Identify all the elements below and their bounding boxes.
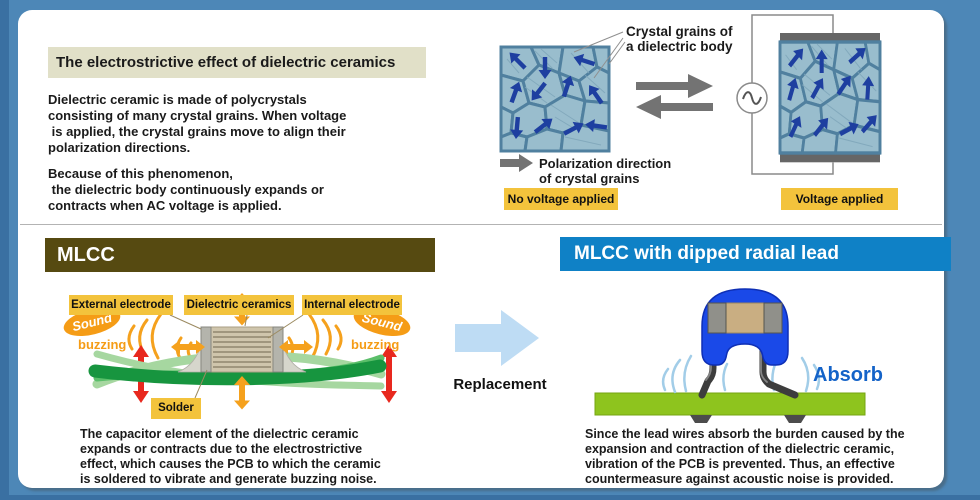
mlcc-caption: The capacitor element of the dielectric … <box>80 427 381 486</box>
pcb-board <box>594 392 866 416</box>
section-title: The electrostrictive effect of dielectri… <box>48 47 426 78</box>
label-solder: Solder <box>151 398 201 419</box>
badge-voltage: Voltage applied <box>781 188 898 210</box>
replacement-label: Replacement <box>453 376 547 393</box>
absorb-label: Absorb <box>813 364 883 386</box>
radial-caption: Since the lead wires absorb the burden c… <box>585 427 905 486</box>
label-external-electrode: External electrode <box>69 295 173 315</box>
sound-waves-right <box>277 312 343 360</box>
intro-paragraph-1: Dielectric ceramic is made of polycrysta… <box>48 92 347 155</box>
polarization-arrow-icon <box>500 154 533 172</box>
polarization-label-line2: of crystal grains <box>539 171 639 186</box>
crystal-callout-lines <box>573 31 626 79</box>
label-internal-electrode: Internal electrode <box>302 295 402 315</box>
section-divider <box>20 224 942 225</box>
badge-no-voltage: No voltage applied <box>504 188 618 210</box>
crystal-voltage-applied <box>778 40 882 155</box>
radial-header: MLCC with dipped radial lead <box>560 237 951 271</box>
ac-circuit <box>751 14 834 175</box>
mlcc-callout-lines <box>169 314 304 399</box>
crystal-no-voltage <box>499 45 611 153</box>
replacement-arrow-icon <box>455 310 539 366</box>
polarization-label-line1: Polarization direction <box>539 156 671 171</box>
intro-paragraph-2: Because of this phenomenon, the dielectr… <box>48 166 324 213</box>
radial-lead-diagram <box>594 288 866 423</box>
lead-wire-highlights <box>705 332 768 383</box>
vibration-arrow-right <box>381 345 397 403</box>
crystal-callout-line1: Crystal grains of <box>626 24 733 39</box>
buzzing-text-right: buzzing <box>351 337 399 352</box>
buzzing-text-left: buzzing <box>78 337 126 352</box>
electrode-bottom <box>780 153 880 163</box>
label-dielectric-ceramics: Dielectric ceramics <box>184 295 294 315</box>
absorb-waves <box>661 354 821 394</box>
mlcc-header: MLCC <box>45 238 435 272</box>
content-panel: The electrostrictive effect of dielectri… <box>18 10 951 488</box>
ac-source-icon <box>736 82 768 114</box>
crystal-diagram: Crystal grains of a dielectric body <box>499 14 882 186</box>
crystal-callout-line2: a dielectric body <box>626 39 733 54</box>
solder-joints <box>690 415 806 423</box>
radial-chip <box>707 302 783 334</box>
mlcc-chip <box>200 326 284 373</box>
electrode-top <box>780 33 880 43</box>
exchange-arrows-icon <box>636 74 713 119</box>
